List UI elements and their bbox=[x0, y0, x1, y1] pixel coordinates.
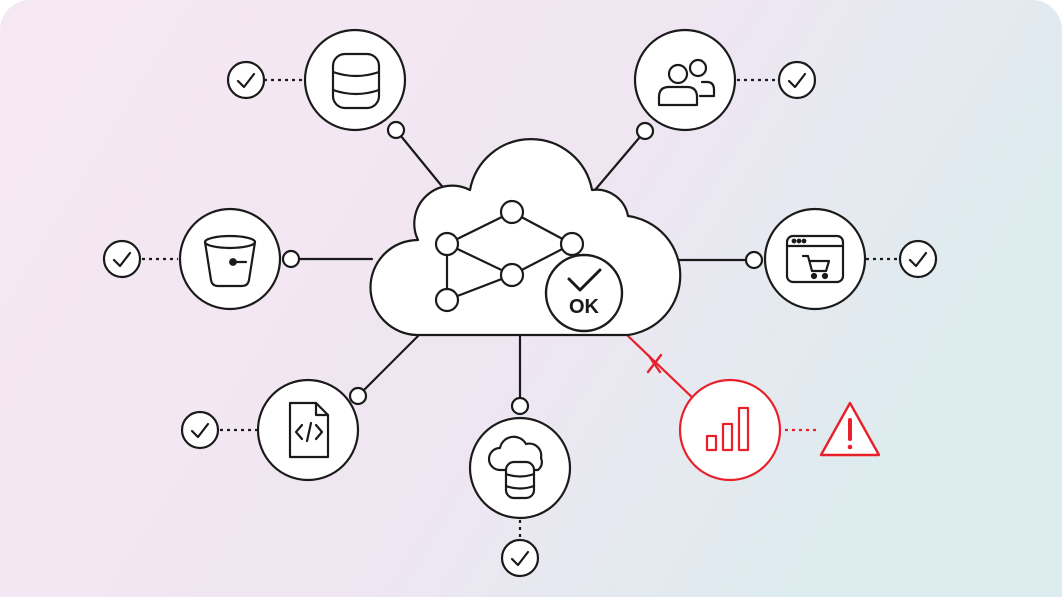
check-icon bbox=[510, 550, 530, 567]
node-analytics[interactable] bbox=[678, 378, 782, 482]
bar-chart-icon bbox=[705, 406, 750, 452]
hub-status-badge: OK bbox=[544, 253, 624, 333]
connector-dots bbox=[281, 120, 764, 416]
warning-icon bbox=[819, 401, 881, 457]
check-icon bbox=[112, 251, 132, 268]
status-check-database bbox=[226, 60, 266, 100]
node-users[interactable] bbox=[633, 28, 737, 132]
status-check-ecommerce bbox=[898, 239, 938, 279]
hub-status-label: OK bbox=[569, 296, 600, 318]
broken-link-icon bbox=[646, 353, 663, 374]
database-icon bbox=[331, 52, 381, 110]
check-icon bbox=[567, 268, 602, 292]
network-graph-icon bbox=[434, 199, 585, 313]
status-check-code-file bbox=[180, 410, 220, 450]
node-cloud-database[interactable] bbox=[468, 416, 572, 520]
node-database[interactable] bbox=[303, 28, 407, 132]
cloud-database-icon bbox=[487, 435, 543, 500]
status-leaders bbox=[142, 78, 900, 540]
check-icon bbox=[190, 422, 210, 439]
users-icon bbox=[657, 58, 716, 107]
check-icon bbox=[908, 251, 928, 268]
connector-analytics bbox=[626, 334, 699, 404]
connector-database bbox=[394, 128, 447, 192]
check-icon bbox=[787, 72, 807, 89]
status-check-cloud-database bbox=[500, 538, 540, 578]
code-file-icon bbox=[288, 401, 330, 459]
cloud-hub: OK bbox=[369, 138, 682, 337]
check-icon bbox=[236, 72, 256, 89]
node-storage-bucket[interactable] bbox=[178, 207, 282, 311]
status-checks bbox=[102, 60, 938, 578]
bucket-icon bbox=[203, 234, 257, 288]
status-check-users bbox=[777, 60, 817, 100]
shopping-cart-icon bbox=[785, 234, 845, 284]
node-code-file[interactable] bbox=[256, 378, 360, 482]
connector-code-file bbox=[356, 334, 420, 398]
connector-users bbox=[593, 129, 647, 192]
node-ecommerce[interactable] bbox=[763, 207, 867, 311]
status-check-bucket bbox=[102, 239, 142, 279]
